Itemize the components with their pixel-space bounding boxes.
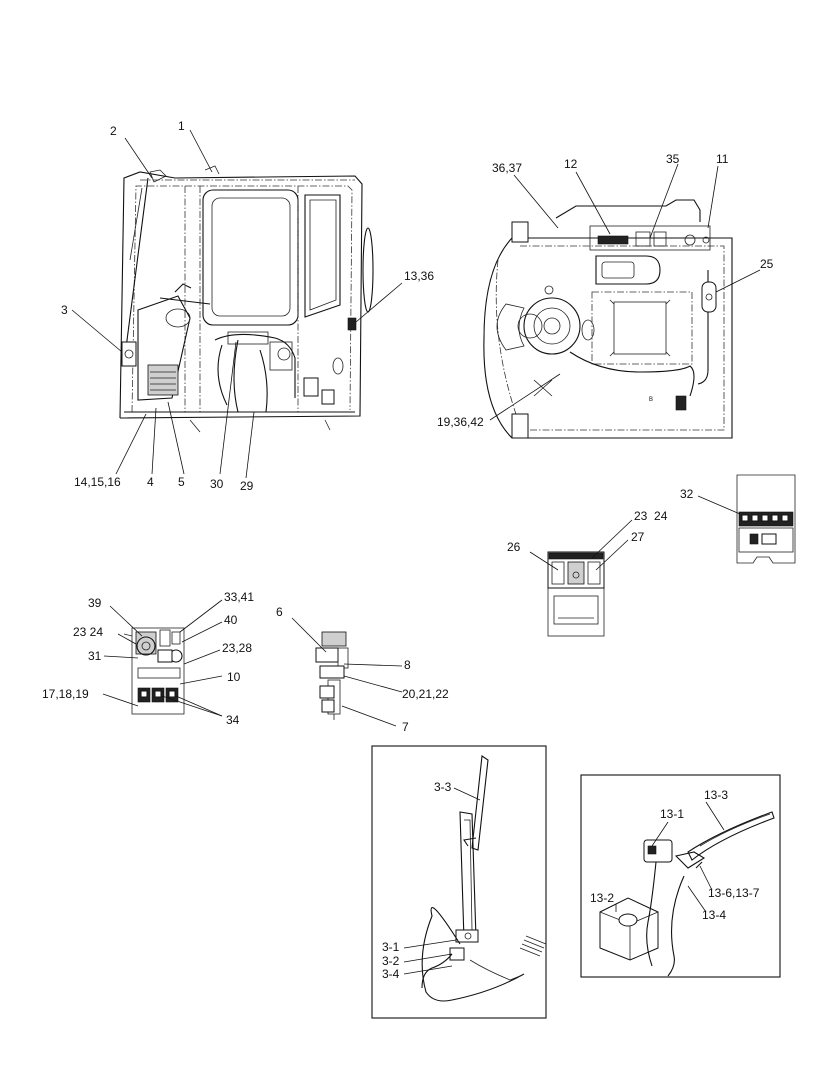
callout-4: 4: [147, 475, 154, 489]
callout-23-24-b: 23 24: [73, 625, 103, 639]
callout-3-4: 3-4: [382, 967, 400, 981]
panel-39: 39 33,41 40 23 24 23,28 31 10 17,18,19 3…: [42, 590, 254, 727]
callout-3: 3: [61, 303, 68, 317]
callout-13-2: 13-2: [590, 891, 614, 905]
callout-3-1: 3-1: [382, 940, 400, 954]
callout-17-18-19: 17,18,19: [42, 687, 89, 701]
callout-33-41: 33,41: [224, 590, 254, 604]
callout-34: 34: [226, 713, 240, 727]
callout-10: 10: [227, 670, 241, 684]
callout-5: 5: [178, 475, 185, 489]
callout-12: 12: [564, 157, 578, 171]
callout-13-36: 13,36: [404, 269, 434, 283]
panel-32: 32: [680, 474, 796, 564]
callout-14-15-16: 14,15,16: [74, 475, 121, 489]
callout-36-37: 36,37: [492, 161, 522, 175]
callout-39: 39: [88, 596, 102, 610]
wiper-detail-13: 13-3 13-1 13-6,13-7 13-2 13-4: [580, 774, 781, 978]
callout-13-4: 13-4: [702, 908, 726, 922]
callout-1: 1: [178, 119, 185, 133]
callout-6: 6: [276, 605, 283, 619]
callout-3-3: 3-3: [434, 780, 452, 794]
callout-31: 31: [88, 649, 102, 663]
callout-32: 32: [680, 487, 694, 501]
callout-7: 7: [402, 720, 409, 734]
svg-text:B: B: [649, 397, 653, 403]
callout-19-36-42: 19,36,42: [437, 415, 484, 429]
callout-35: 35: [666, 152, 680, 166]
callout-40: 40: [224, 613, 238, 627]
callout-23-28: 23,28: [222, 641, 252, 655]
cab-top-view: B 36,37 12 35 11 25 19,36,42: [437, 152, 774, 439]
panel-26-27: 23 24 26 27: [507, 509, 668, 637]
callout-27: 27: [631, 530, 645, 544]
cab-side-view: 2 1 3 13,36 14,15,16 4 5 30 29: [61, 119, 434, 493]
wiper-detail-3: 3-3 3-1 3-2 3-4: [371, 745, 547, 1019]
callout-8: 8: [404, 658, 411, 672]
callout-20-21-22: 20,21,22: [402, 687, 449, 701]
relay-bracket: 6 8 20,21,22 7: [276, 605, 449, 734]
callout-3-2: 3-2: [382, 954, 400, 968]
callout-13-6-13-7: 13-6,13-7: [708, 886, 760, 900]
callout-11: 11: [716, 152, 729, 166]
callout-13-3: 13-3: [704, 788, 728, 802]
callout-30: 30: [210, 477, 224, 491]
callout-2: 2: [110, 124, 117, 138]
callout-29: 29: [240, 479, 254, 493]
callout-26: 26: [507, 540, 521, 554]
callout-23-24-a: 23 24: [634, 509, 668, 523]
callout-25: 25: [760, 257, 774, 271]
callout-13-1: 13-1: [660, 807, 684, 821]
